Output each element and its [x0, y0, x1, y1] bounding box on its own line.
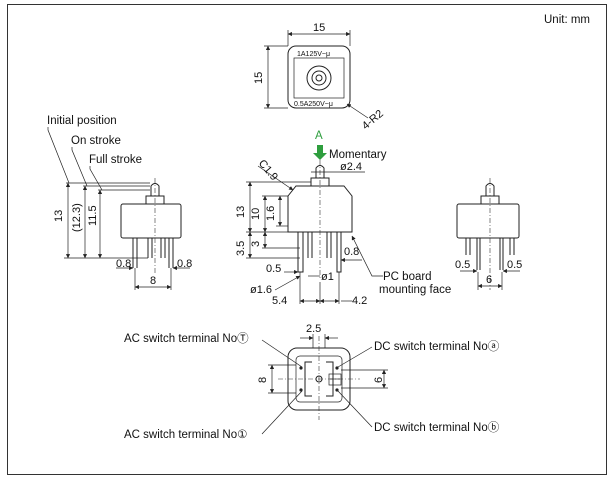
bottom-dim-8: 8	[257, 377, 269, 383]
top-width-dim: 15	[313, 22, 325, 34]
top-view-button-core	[315, 74, 323, 82]
rating-bottom-label: 0.5A250V~μ	[294, 101, 333, 108]
dia-1-label: ø1	[321, 271, 334, 283]
top-height-dim: 15	[253, 72, 265, 84]
pc-board-label: PC board	[383, 271, 432, 283]
left-view-body	[120, 203, 182, 239]
center-front-view: A Momentary ø2.4 C1.9 13 10 1.6	[235, 130, 451, 307]
drawing-frame	[7, 4, 607, 475]
center-dim-5-4: 5.4	[272, 295, 287, 307]
full-stroke-label: Full stroke	[89, 154, 142, 166]
center-dim-4-2: 4.2	[352, 295, 367, 307]
left-dim-11-5: 11.5	[87, 205, 99, 226]
right-dim-6: 6	[486, 274, 492, 286]
rating-top-label: 1A125V~μ	[297, 51, 330, 58]
corner-radius-label: 4-R2	[360, 108, 386, 133]
mounting-face-label: mounting face	[379, 284, 451, 296]
top-view: 1A125V~μ 0.5A250V~μ 15 15 4-R2	[253, 22, 386, 132]
left-dim-13: 13	[53, 210, 65, 222]
center-dim-0-8: 0.8	[344, 246, 359, 258]
center-dim-13: 13	[235, 206, 247, 218]
center-dim-3: 3	[250, 241, 262, 247]
on-stroke-label: On stroke	[71, 135, 121, 147]
bottom-dim-2-5: 2.5	[306, 323, 321, 335]
right-dim-0-5-left: 0.5	[455, 259, 470, 271]
top-view-button-mid	[311, 70, 327, 86]
left-dim-0-8-left: 0.8	[116, 258, 131, 270]
center-dim-0-5: 0.5	[266, 263, 281, 275]
dc-terminal-bottom-label: DC switch terminal Noⓑ	[374, 421, 500, 434]
bottom-view: 2.5 8 6 AC switch terminal NoⓉ AC switch…	[124, 323, 500, 441]
dia-1-6-label: ø1.6	[250, 284, 272, 296]
top-view-inner-frame	[293, 57, 345, 99]
bottom-dim-6: 6	[373, 377, 385, 383]
left-side-view: Initial position On stroke Full stroke 1…	[47, 115, 192, 290]
right-side-view: 0.5 0.5 6	[455, 178, 522, 290]
center-dim-1-6: 1.6	[265, 206, 277, 221]
dc-terminal-top-label: DC switch terminal Noⓐ	[374, 340, 500, 353]
left-dim-12-3: (12.3)	[71, 203, 83, 232]
chamfer-label: C1.9	[256, 158, 280, 184]
ac-terminal-top-label: AC switch terminal NoⓉ	[124, 332, 249, 345]
ac-terminal-bottom-label: AC switch terminal No①	[124, 429, 247, 441]
top-view-button-outer	[306, 65, 332, 91]
unit-label: Unit: mm	[544, 14, 590, 26]
momentary-label: Momentary	[329, 149, 387, 161]
initial-position-label: Initial position	[47, 115, 117, 127]
center-dim-3-5: 3.5	[235, 241, 247, 256]
view-a-label: A	[315, 130, 323, 142]
center-dim-10: 10	[250, 208, 262, 220]
dia-2-4-label: ø2.4	[340, 161, 362, 173]
top-view-body	[287, 45, 351, 109]
right-view-body	[456, 203, 520, 239]
left-dim-8: 8	[150, 275, 156, 287]
right-dim-0-5-right: 0.5	[507, 259, 522, 271]
left-dim-0-8-right: 0.8	[177, 258, 192, 270]
momentary-arrow-icon	[313, 145, 327, 160]
